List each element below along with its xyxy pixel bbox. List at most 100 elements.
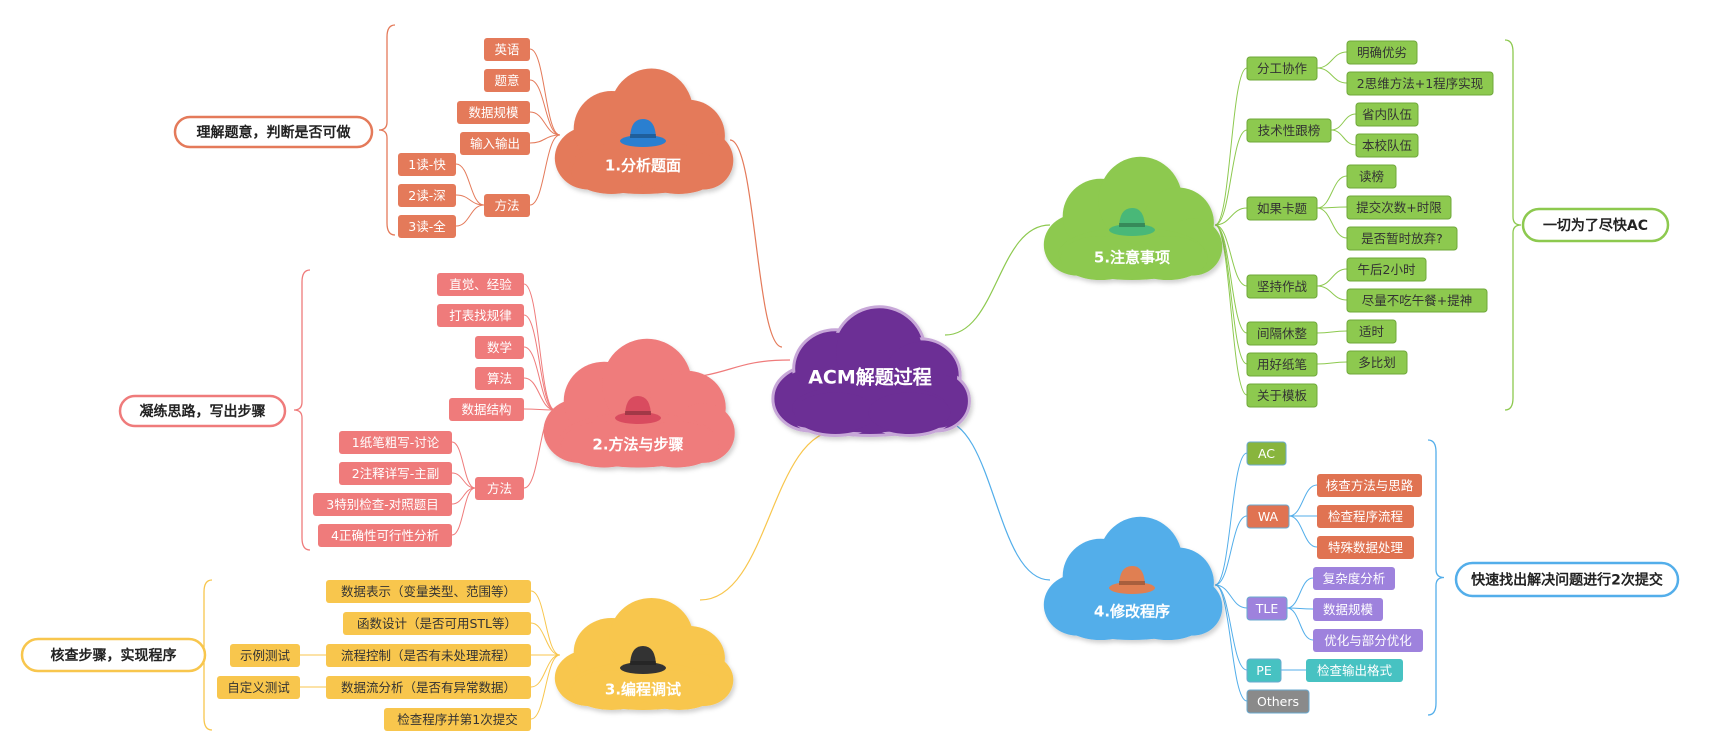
notes-child-1-1[interactable]: 本校队伍 — [1355, 133, 1419, 158]
method-item-0[interactable]: 直觉、经验 — [437, 273, 524, 296]
method-method-child-2[interactable]: 3特别检查-对照题目 — [313, 493, 452, 516]
fix-pe-child-0[interactable]: 检查输出格式 — [1306, 659, 1403, 682]
brace-notes — [1504, 39, 1522, 411]
topic-code[interactable] — [554, 598, 734, 710]
method-item-5[interactable]: 方法 — [475, 477, 524, 500]
analyze-item-1[interactable]: 题意 — [484, 69, 530, 92]
notes-item-2[interactable]: 如果卡题 — [1246, 196, 1318, 221]
analyze-item-2-label: 数据规模 — [468, 105, 519, 120]
fix-item-0[interactable]: AC — [1246, 441, 1287, 466]
connector-code-item — [530, 654, 561, 720]
method-method-child-0-label: 1纸笔粗写-讨论 — [352, 435, 440, 450]
fix-wa-child-2[interactable]: 特殊数据处理 — [1317, 536, 1414, 559]
fix-tle-child-2-label: 优化与部分优化 — [1324, 633, 1412, 648]
method-item-3[interactable]: 算法 — [475, 367, 524, 390]
summary-method[interactable]: 凝练思路，写出步骤 — [118, 394, 287, 428]
analyze-item-4[interactable]: 方法 — [484, 194, 530, 217]
fix-wa-child-1[interactable]: 检查程序流程 — [1317, 505, 1414, 528]
notes-child-3-0[interactable]: 午后2小时 — [1346, 257, 1427, 282]
method-method-child-3[interactable]: 4正确性可行性分析 — [318, 524, 452, 547]
connector-method-method — [451, 487, 476, 536]
summary-notes[interactable]: 一切为了尽快AC — [1521, 207, 1670, 243]
topic-notes-label: 5.注意事项 — [1094, 249, 1170, 267]
fix-wa-child-2-label: 特殊数据处理 — [1328, 540, 1404, 555]
fix-item-4[interactable]: Others — [1246, 689, 1310, 714]
method-item-2-label: 数学 — [487, 340, 512, 355]
summary-fix[interactable]: 快速找出解决问题进行2次提交 — [1454, 561, 1680, 598]
connector-code-item — [530, 590, 561, 656]
notes-child-5-0[interactable]: 多比划 — [1346, 350, 1408, 375]
notes-child-0-1[interactable]: 2思维方法+1程序实现 — [1346, 71, 1494, 96]
notes-child-2-1-label: 提交次数+时限 — [1356, 200, 1442, 215]
code-item-0[interactable]: 数据表示（变量类型、范围等） — [326, 580, 531, 603]
connector-analyze-item — [529, 79, 561, 136]
code-test-label-1[interactable]: 自定义测试 — [217, 676, 300, 699]
notes-item-6[interactable]: 关于模板 — [1246, 383, 1318, 408]
connector-notes-child — [1316, 207, 1348, 239]
notes-child-0-0[interactable]: 明确优劣 — [1346, 40, 1418, 65]
fix-tle-child-2[interactable]: 优化与部分优化 — [1313, 629, 1423, 652]
notes-child-2-1[interactable]: 提交次数+时限 — [1346, 195, 1452, 220]
brace-analyze — [378, 24, 396, 236]
connector-analyze-item — [529, 134, 561, 144]
notes-item-4[interactable]: 间隔休整 — [1246, 321, 1318, 346]
fix-tle-child-1[interactable]: 数据规模 — [1313, 598, 1383, 621]
orange-hat-icon — [1109, 566, 1155, 594]
code-item-1[interactable]: 函数设计（是否可用STL等） — [343, 612, 531, 635]
red-hat-icon — [615, 396, 661, 424]
notes-item-0[interactable]: 分工协作 — [1246, 56, 1318, 81]
fix-wa-child-0[interactable]: 核查方法与思路 — [1317, 474, 1422, 497]
analyze-method-child-1[interactable]: 2读-深 — [398, 184, 456, 207]
method-item-1[interactable]: 打表找规律 — [437, 304, 524, 327]
analyze-item-2[interactable]: 数据规模 — [457, 101, 530, 124]
connector-code — [699, 429, 841, 601]
analyze-item-4-label: 方法 — [494, 198, 519, 213]
connector-notes-item — [1214, 224, 1248, 396]
method-item-1-label: 打表找规律 — [449, 308, 512, 323]
code-item-2[interactable]: 流程控制（是否有未处理流程） — [326, 644, 531, 667]
method-item-2[interactable]: 数学 — [475, 336, 524, 359]
connector-analyze-item — [529, 134, 561, 206]
topic-method[interactable] — [543, 338, 735, 468]
notes-child-1-1-label: 本校队伍 — [1362, 138, 1412, 153]
notes-child-2-0-label: 读榜 — [1359, 169, 1384, 184]
notes-child-2-2[interactable]: 是否暂时放弃? — [1346, 226, 1458, 251]
analyze-item-0[interactable]: 英语 — [484, 38, 530, 61]
code-test-label-0[interactable]: 示例测试 — [230, 644, 300, 667]
analyze-method-child-2[interactable]: 3读-全 — [398, 215, 456, 238]
analyze-item-1-label: 题意 — [494, 73, 519, 88]
notes-item-5[interactable]: 用好纸笔 — [1246, 352, 1318, 377]
connector-method-item — [523, 283, 556, 411]
code-item-0-label: 数据表示（变量类型、范围等） — [341, 584, 516, 599]
topic-analyze[interactable] — [554, 68, 734, 195]
notes-item-3[interactable]: 坚持作战 — [1246, 274, 1318, 299]
analyze-method-child-1-label: 2读-深 — [408, 188, 445, 203]
connector-notes — [944, 224, 1051, 336]
method-method-child-1[interactable]: 2注释详写-主副 — [339, 462, 452, 485]
green-hat-icon — [1109, 208, 1155, 236]
method-method-child-0[interactable]: 1纸笔粗写-讨论 — [339, 431, 452, 454]
notes-item-1[interactable]: 技术性跟榜 — [1246, 118, 1332, 143]
analyze-item-3[interactable]: 输入输出 — [460, 132, 530, 155]
fix-item-3[interactable]: PE — [1246, 658, 1282, 683]
notes-child-4-0[interactable]: 适时 — [1346, 319, 1397, 344]
topic-fix[interactable] — [1043, 516, 1223, 640]
notes-child-2-0[interactable]: 读榜 — [1346, 164, 1397, 189]
fix-item-1[interactable]: WA — [1246, 504, 1290, 529]
notes-item-4-label: 间隔休整 — [1257, 326, 1308, 341]
summary-code[interactable]: 核查步骤，实现程序 — [20, 637, 207, 673]
code-item-4[interactable]: 检查程序并第1次提交 — [384, 708, 531, 731]
notes-child-3-1[interactable]: 尽量不吃午餐+提神 — [1346, 288, 1488, 313]
analyze-method-child-0[interactable]: 1读-快 — [398, 153, 456, 176]
fix-tle-child-0[interactable]: 复杂度分析 — [1313, 567, 1395, 590]
connector-notes-child — [1330, 113, 1357, 131]
notes-child-1-0[interactable]: 省内队伍 — [1355, 102, 1419, 127]
method-item-4[interactable]: 数据结构 — [449, 398, 524, 421]
center-topic[interactable] — [771, 305, 971, 437]
fix-wa-child-1-label: 检查程序流程 — [1328, 509, 1404, 524]
fix-item-2[interactable]: TLE — [1246, 596, 1288, 621]
summary-analyze[interactable]: 理解题意，判断是否可做 — [173, 115, 374, 149]
code-item-3[interactable]: 数据流分析（是否有异常数据） — [326, 676, 531, 699]
summary-code-label: 核查步骤，实现程序 — [51, 647, 177, 664]
